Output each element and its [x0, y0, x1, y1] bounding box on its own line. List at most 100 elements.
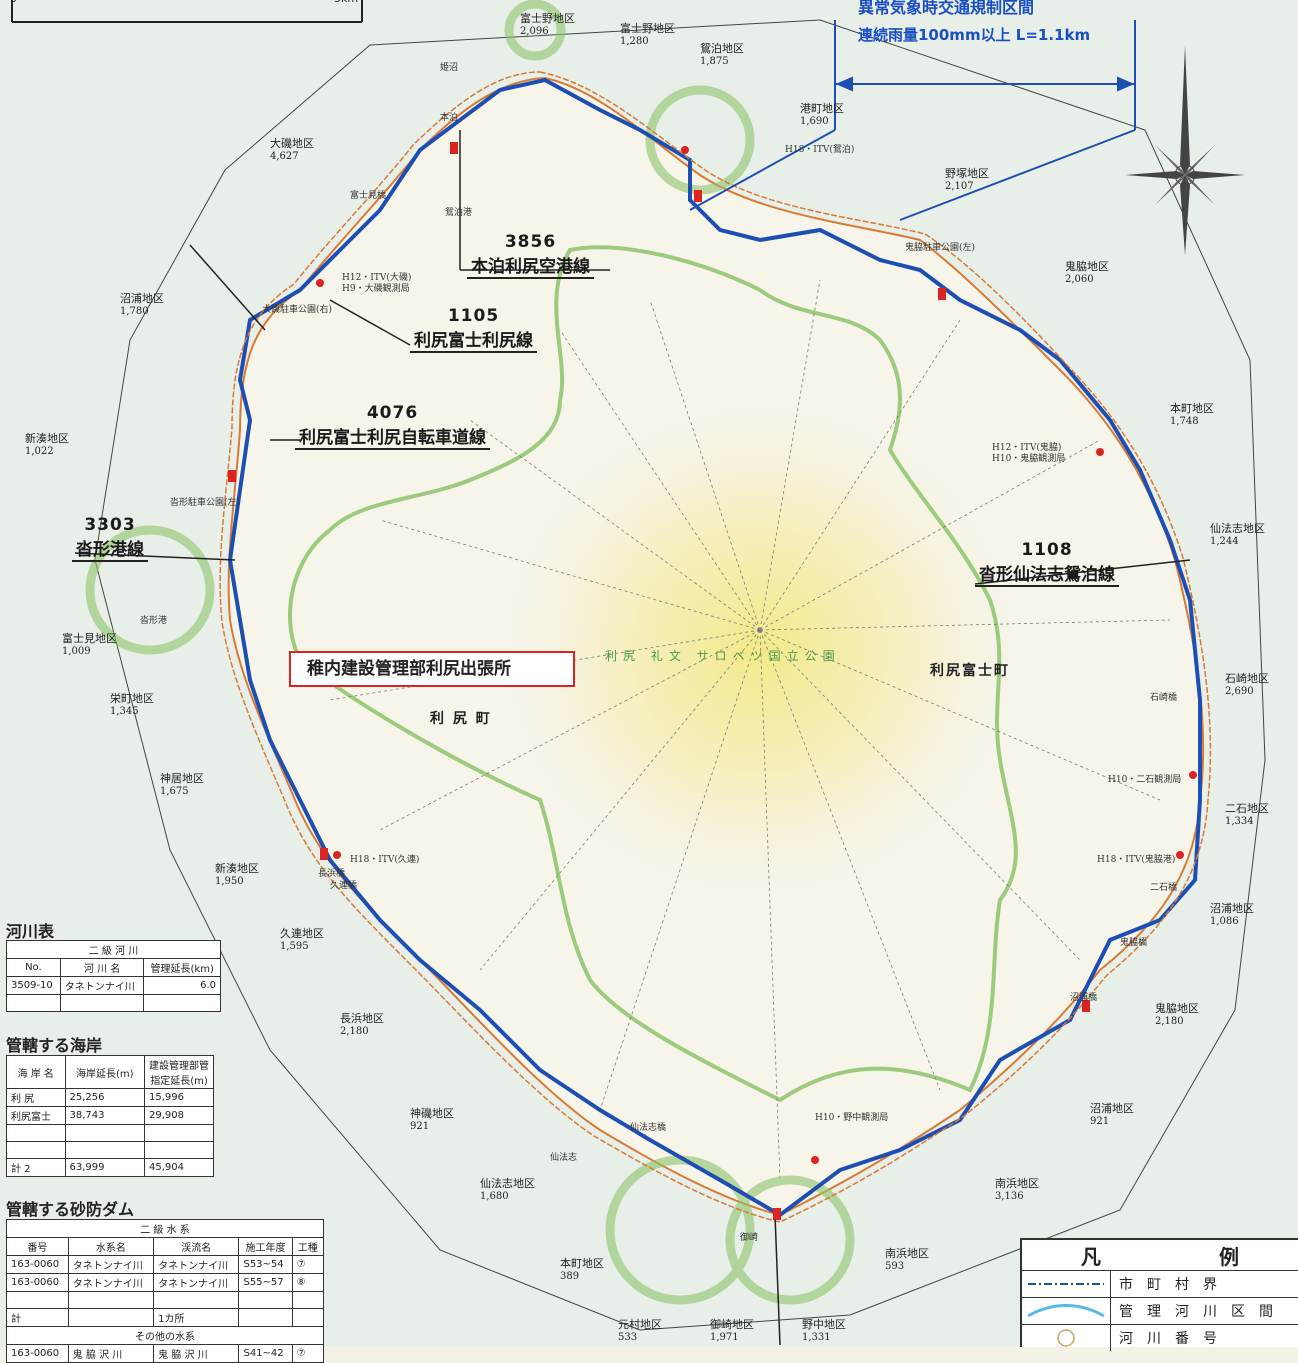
district-code: 1,345 — [110, 706, 139, 717]
park-boundary — [288, 245, 1018, 1103]
scale-start: 0 — [10, 0, 17, 5]
cell: 163-0060 — [6, 1255, 69, 1274]
map-annotation: H18・ITV(久連) — [350, 855, 420, 865]
regulation-detail: 連続雨量100mm以上 L=1.1km — [858, 26, 1091, 44]
river-number-icon — [1022, 1325, 1111, 1351]
legend: 凡 例 市町村界 管理河川区間 河川番号 — [1020, 1238, 1298, 1351]
col-header: 渓流名 — [153, 1237, 240, 1256]
district-code: 1,690 — [800, 116, 829, 127]
district-name: 鬼脇地区 — [1155, 1002, 1199, 1015]
map-annotation: 富士見橋 — [350, 191, 387, 201]
route-label-1108: 1108 沓形仙法志鴛泊線 — [975, 540, 1119, 587]
legend-label: 市町村界 — [1119, 1277, 1231, 1293]
map-annotation: 大磯駐車公園(右) — [262, 305, 333, 315]
col-header: No. — [6, 958, 61, 977]
cell: 15,996 — [144, 1088, 214, 1107]
cell: 63,999 — [64, 1158, 146, 1177]
coast-table-title: 管轄する海岸 — [6, 1036, 103, 1055]
map-annotation: H10・野中観測局 — [815, 1113, 889, 1123]
town-rishirifuji: 利尻富士町 — [930, 663, 1010, 679]
route-label-3303: 3303 沓形港線 — [72, 515, 148, 562]
district-name: 仙法志地区 — [480, 1177, 535, 1190]
route-name: 利尻富士利尻自転車道線 — [295, 423, 490, 450]
col-header: 管理延長(km) — [143, 958, 221, 977]
col-header: 海 岸 名 — [6, 1055, 66, 1089]
map-annotation: 長浜橋 — [318, 869, 346, 879]
table-row — [6, 1291, 325, 1309]
map-annotation: 沓形駐車公園(左) — [170, 498, 241, 508]
col-header: 施工年度 — [238, 1237, 293, 1256]
dam-class: 二 級 水 系 — [6, 1219, 324, 1238]
map-annotation: H12・ITV(鬼脇) — [992, 443, 1062, 453]
cell: 1カ所 — [153, 1308, 240, 1327]
district-code: 1,780 — [120, 306, 149, 317]
district-name: 神磯地区 — [410, 1107, 454, 1120]
cell: 利 尻 — [6, 1088, 66, 1107]
cell: 45,904 — [144, 1158, 214, 1177]
district-name: 栄町地区 — [110, 692, 154, 705]
route-name: 本泊利尻空港線 — [467, 252, 594, 279]
district-code: 2,107 — [945, 181, 974, 192]
district-name: 野中地区 — [802, 1318, 846, 1331]
district-code: 2,060 — [1065, 274, 1094, 285]
district-code: 1,022 — [25, 446, 54, 457]
cell: 6.0 — [143, 976, 221, 995]
district-code: 2,180 — [340, 1026, 369, 1037]
cell: 29,908 — [144, 1106, 214, 1125]
district-name: 新湊地区 — [215, 862, 259, 875]
map-annotation: 仙法志 — [550, 1153, 578, 1163]
district-name: 港町地区 — [800, 102, 844, 115]
district-code: 3,136 — [995, 1191, 1024, 1202]
river-class: 二 級 河 川 — [6, 940, 221, 959]
map-annotation: 鬼脇橋 — [1120, 938, 1148, 948]
dam-other: その他の水系 — [6, 1326, 324, 1345]
district-name: 沼浦地区 — [120, 292, 164, 305]
district-name: 仙法志地区 — [1210, 522, 1265, 535]
district-code: 1,086 — [1210, 916, 1239, 927]
route-number: 3303 — [84, 515, 136, 535]
map-annotation: 本泊 — [440, 113, 459, 123]
legend-row: 市町村界 — [1022, 1271, 1298, 1298]
map-annotation: H10・二石観測局 — [1108, 775, 1182, 785]
district-code: 1,280 — [620, 36, 649, 47]
cell: 利尻富士 — [6, 1106, 66, 1125]
route-number: 1105 — [447, 306, 500, 326]
cell: 鬼 脇 沢 川 — [153, 1344, 240, 1363]
col-header: 建設管理部管 指定延長(m) — [144, 1055, 214, 1089]
district-code: 2,690 — [1225, 686, 1254, 697]
legend-label: 管理河川区間 — [1119, 1304, 1287, 1320]
scale-bar: 0 5km — [4, 0, 374, 34]
cell: タネトンナイ川 — [153, 1255, 240, 1274]
regulation-title: 異常気象時交通規制区間 — [858, 0, 1035, 17]
district-code: 2,180 — [1155, 1016, 1184, 1027]
map-annotation: H18・ITV(鬼脇港) — [1097, 855, 1176, 865]
boundary-line-icon — [1022, 1271, 1111, 1297]
mountain-summit — [500, 400, 1020, 900]
district-name: 南浜地区 — [885, 1247, 929, 1260]
district-name: 鴛泊地区 — [700, 42, 744, 55]
cell: タネトンナイ川 — [59, 976, 145, 995]
district-name: 二石地区 — [1225, 802, 1269, 815]
map-annotation: H18・ITV(鴛泊) — [785, 145, 855, 155]
map-annotation: 仙法志橋 — [630, 1123, 667, 1133]
